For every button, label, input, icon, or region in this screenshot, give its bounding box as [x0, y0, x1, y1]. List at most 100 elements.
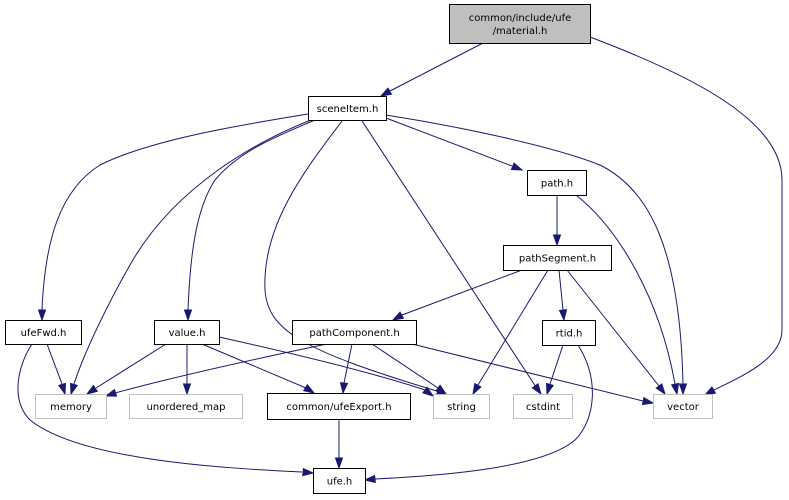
node-ufeExport[interactable]: common/ufeExport.h — [267, 393, 411, 420]
edge-line — [41, 113, 309, 311]
node-material[interactable]: common/include/ufe/material.h — [449, 4, 591, 44]
node-label: value.h — [169, 328, 206, 339]
arrowhead-icon — [545, 382, 555, 396]
edge-line — [575, 194, 676, 385]
edge-line — [385, 114, 684, 385]
edge-line — [361, 120, 537, 388]
node-box — [433, 394, 490, 419]
node-box — [292, 320, 417, 345]
node-memory: memory — [35, 394, 107, 419]
edge-line — [374, 344, 593, 480]
arrowhead-icon — [37, 309, 47, 322]
node-label: cstdint — [526, 402, 560, 413]
node-pathSegment[interactable]: pathSegment.h — [503, 245, 612, 271]
node-sceneItem[interactable]: sceneItem.h — [308, 96, 387, 121]
arrowhead-icon — [641, 396, 655, 406]
edge-value-to-string — [218, 336, 435, 397]
edge-sceneItem-to-path — [385, 117, 524, 171]
node-unordered_map: unordered_map — [129, 394, 243, 419]
node-label: ufeFwd.h — [21, 328, 67, 339]
edge-pathSegment-to-rtid — [558, 269, 568, 322]
edge-ufeExport-to-ufe — [334, 419, 344, 470]
node-label: sceneItem.h — [317, 104, 379, 115]
edge-line — [401, 269, 523, 316]
arrowhead-icon — [422, 386, 435, 397]
edge-material-to-vector — [589, 36, 783, 396]
node-value[interactable]: value.h — [154, 320, 220, 345]
edge-line — [477, 269, 549, 386]
node-box — [449, 4, 591, 44]
node-ufeFwd[interactable]: ufeFwd.h — [5, 320, 82, 345]
node-path[interactable]: path.h — [527, 170, 587, 196]
arrowhead-icon — [57, 382, 67, 396]
edge-pathSegment-to-vector — [566, 269, 666, 396]
node-box — [5, 320, 82, 345]
arrowhead-icon — [531, 383, 542, 396]
arrowhead-icon — [510, 162, 524, 171]
edge-line — [558, 269, 564, 311]
arrowhead-icon — [302, 383, 316, 394]
arrowhead-icon — [302, 467, 315, 477]
node-string: string — [433, 394, 490, 419]
node-label: common/include/ufe — [469, 13, 572, 24]
edge-line — [566, 269, 660, 387]
arrowhead-icon — [182, 383, 192, 396]
edge-pathComponent-to-string — [371, 343, 448, 395]
arrowhead-icon — [104, 388, 118, 397]
edge-sceneItem-to-cstdint — [361, 120, 542, 396]
edge-sceneItem-to-ufeFwd — [37, 113, 309, 322]
node-box — [129, 394, 243, 419]
node-rtid[interactable]: rtid.h — [542, 320, 596, 346]
node-pathComponent[interactable]: pathComponent.h — [292, 320, 417, 345]
node-box — [154, 320, 220, 345]
node-label: rtid.h — [556, 329, 583, 340]
edge-line — [549, 344, 564, 385]
edge-sceneItem-to-memory — [69, 119, 312, 396]
node-box — [653, 394, 713, 419]
node-box — [313, 468, 366, 494]
arrowhead-icon — [552, 234, 562, 247]
edge-path-to-pathSegment — [552, 195, 562, 247]
edge-pathSegment-to-string — [472, 269, 549, 396]
edge-value-to-ufeExport — [201, 343, 316, 394]
node-label: memory — [50, 402, 92, 413]
node-vector: vector — [653, 394, 713, 419]
edge-pathComponent-to-memory — [104, 343, 328, 397]
edge-line — [385, 117, 513, 167]
edge-sceneItem-to-string — [264, 120, 449, 397]
node-cstdint: cstdint — [513, 394, 573, 419]
arrowhead-icon — [379, 87, 393, 97]
arrowhead-icon — [334, 457, 344, 470]
edge-line — [411, 343, 644, 402]
edge-line — [264, 120, 441, 393]
node-label: common/ufeExport.h — [286, 402, 391, 413]
edge-pathSegment-to-pathComponent — [391, 269, 523, 321]
node-box — [527, 170, 587, 196]
edge-value-to-memory — [85, 343, 167, 395]
edge-ufeFwd-to-memory — [46, 343, 67, 396]
arrowhead-icon — [339, 382, 349, 395]
edge-material-to-sceneItem — [379, 42, 484, 97]
node-label: path.h — [541, 179, 573, 190]
node-ufe[interactable]: ufe.h — [313, 468, 366, 494]
edge-line — [187, 119, 316, 311]
edge-line — [589, 36, 783, 392]
arrowhead-icon — [391, 311, 405, 321]
edge-line — [114, 343, 328, 394]
edge-line — [17, 343, 303, 473]
edge-sceneItem-to-vector — [385, 114, 688, 396]
edge-line — [73, 119, 312, 385]
arrowhead-icon — [435, 384, 448, 395]
edge-line — [95, 343, 167, 389]
nodes-layer: common/include/ufe/material.h sceneItem.h… — [5, 4, 713, 494]
node-label: pathComponent.h — [309, 328, 399, 339]
node-box — [513, 394, 573, 419]
node-box — [542, 320, 596, 346]
node-box — [308, 96, 387, 121]
edge-ufeFwd-to-ufe — [17, 343, 315, 477]
arrowhead-icon — [678, 383, 688, 396]
arrowhead-icon — [363, 474, 376, 484]
node-label: vector — [667, 402, 700, 413]
arrowhead-icon — [85, 384, 99, 395]
